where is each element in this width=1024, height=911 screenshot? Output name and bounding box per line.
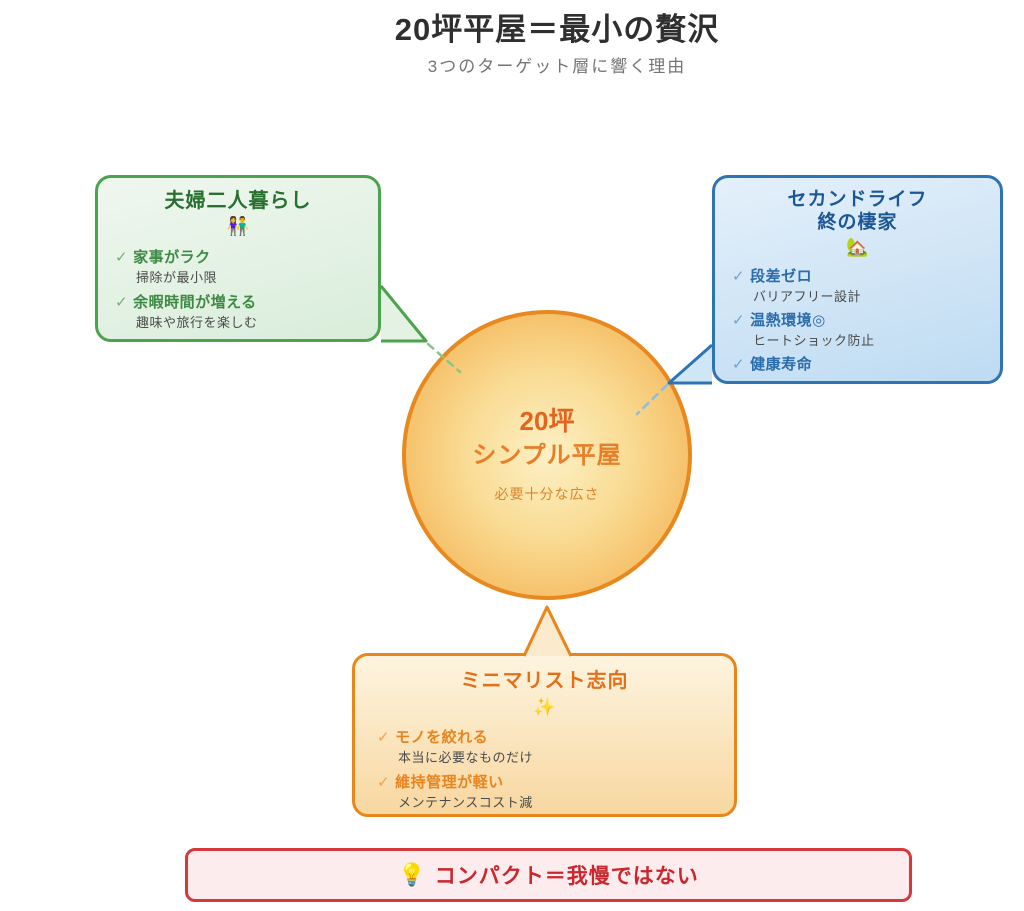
- benefit-item: ✓家事がラク: [115, 248, 378, 268]
- bubble-minimalist-items: ✓モノを絞れる 本当に必要なものだけ ✓維持管理が軽い メンテナンスコスト減: [355, 728, 734, 811]
- bubble-couple-tail: [379, 285, 428, 343]
- bubble-secondlife-tail: [667, 343, 713, 385]
- benefit-sub: 趣味や旅行を楽しむ: [136, 315, 258, 330]
- bubble-couple-title: 夫婦二人暮らし: [164, 190, 312, 212]
- bubble-secondlife-title-line1: セカンドライフ: [787, 189, 928, 210]
- benefit-sub: メンテナンスコスト減: [398, 795, 533, 810]
- bubble-couple: 夫婦二人暮らし 👫 ✓家事がラク 掃除が最小限 ✓余暇時間が増える 趣味や旅行を…: [95, 175, 381, 342]
- benefit-item: ✓維持管理が軽い: [377, 773, 734, 793]
- lightbulb-icon: 💡: [398, 862, 426, 887]
- center-circle: 20坪 シンプル平屋 必要十分な広さ: [402, 310, 692, 600]
- benefit-label: 維持管理が軽い: [395, 774, 504, 791]
- benefit-label: モノを絞れる: [395, 729, 489, 746]
- bubble-couple-items: ✓家事がラク 掃除が最小限 ✓余暇時間が増える 趣味や旅行を楽しむ: [98, 248, 378, 331]
- check-icon: ✓: [732, 312, 746, 329]
- bubble-minimalist-tail: [522, 605, 573, 657]
- circle-line2: シンプル平屋: [472, 442, 622, 469]
- check-icon: ✓: [377, 774, 391, 791]
- bubble-secondlife-title: セカンドライフ 終の棲家: [715, 188, 1000, 234]
- benefit-label: 健康寿命: [750, 356, 813, 373]
- page-title: 20坪平屋＝最小の贅沢: [394, 12, 720, 47]
- bubble-minimalist-title: ミニマリスト志向: [460, 670, 629, 692]
- check-icon: ✓: [115, 294, 129, 311]
- benefit-sub: 掃除が最小限: [136, 270, 218, 285]
- benefit-item: ✓段差ゼロ: [732, 267, 1000, 287]
- conclusion-banner: 💡 コンパクト＝我慢ではない: [185, 848, 912, 902]
- benefit-item: ✓温熱環境◎: [732, 311, 1000, 331]
- benefit-sub: バリアフリー設計: [753, 289, 862, 304]
- benefit-item: ✓余暇時間が増える: [115, 293, 378, 313]
- check-icon: ✓: [115, 249, 129, 266]
- check-icon: ✓: [377, 729, 391, 746]
- benefit-label: 余暇時間が増える: [133, 294, 257, 311]
- bubble-secondlife-title-line2: 終の棲家: [817, 212, 898, 233]
- circle-line3: 必要十分な広さ: [494, 486, 600, 502]
- couple-icon: 👫: [226, 216, 250, 236]
- benefit-sub: ヒートショック防止: [753, 333, 875, 348]
- conclusion-text: コンパクト＝我慢ではない: [434, 865, 699, 888]
- bubble-secondlife: セカンドライフ 終の棲家 🏡 ✓段差ゼロ バリアフリー設計 ✓温熱環境◎ ヒート…: [712, 175, 1003, 384]
- circle-line1: 20坪: [519, 406, 575, 436]
- benefit-sub: 本当に必要なものだけ: [398, 750, 534, 765]
- sparkles-icon: ✨: [533, 697, 556, 717]
- benefit-label: 温熱環境◎: [750, 312, 826, 329]
- bubble-secondlife-items: ✓段差ゼロ バリアフリー設計 ✓温熱環境◎ ヒートショック防止 ✓健康寿命: [715, 267, 1000, 375]
- house-icon: 🏡: [846, 237, 869, 257]
- benefit-label: 家事がラク: [133, 249, 211, 266]
- benefit-label: 段差ゼロ: [750, 268, 813, 285]
- check-icon: ✓: [732, 268, 746, 285]
- bubble-minimalist: ミニマリスト志向 ✨ ✓モノを絞れる 本当に必要なものだけ ✓維持管理が軽い メ…: [352, 653, 737, 817]
- check-icon: ✓: [732, 356, 746, 373]
- benefit-item: ✓モノを絞れる: [377, 728, 734, 748]
- page-subtitle: 3つのターゲット層に響く理由: [427, 57, 687, 76]
- benefit-item: ✓健康寿命: [732, 355, 1000, 375]
